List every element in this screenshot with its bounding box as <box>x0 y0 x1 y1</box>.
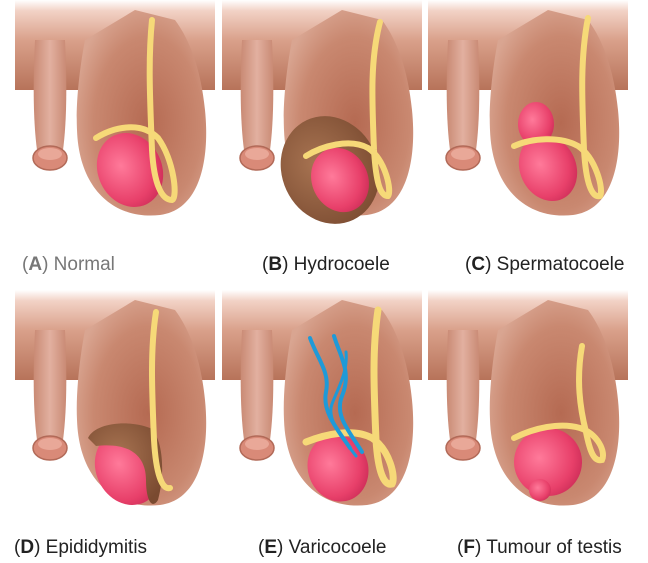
caption-a: (A) Normal <box>22 254 115 276</box>
tumour-nodule <box>529 479 551 501</box>
caption-label: Epididymitis <box>46 537 147 558</box>
panel-d-epididymitis <box>15 290 215 516</box>
caption-label: Varicocoele <box>289 537 387 558</box>
caption-f: (F) Tumour of testis <box>457 537 622 559</box>
caption-e: (E) Varicocoele <box>258 537 387 559</box>
caption-letter: D <box>20 537 34 558</box>
caption-label: Tumour of testis <box>486 537 622 558</box>
caption-letter: F <box>463 537 475 558</box>
panel-f-tumour-of-testis <box>428 290 628 506</box>
panel-c-spermatocoele <box>428 0 628 216</box>
caption-b: (B) Hydrocoele <box>262 254 390 276</box>
caption-c: (C) Spermatocoele <box>465 254 624 276</box>
caption-letter: A <box>28 254 42 275</box>
panel-a-normal <box>15 0 215 218</box>
panel-e-varicocoele <box>222 290 422 510</box>
caption-label: Hydrocoele <box>294 254 390 275</box>
caption-label: Normal <box>54 254 115 275</box>
panel-b-hydrocoele <box>222 0 422 240</box>
caption-letter: B <box>268 254 282 275</box>
caption-label: Spermatocoele <box>497 254 625 275</box>
caption-d: (D) Epididymitis <box>14 537 147 559</box>
caption-letter: E <box>264 537 277 558</box>
caption-letter: C <box>471 254 485 275</box>
